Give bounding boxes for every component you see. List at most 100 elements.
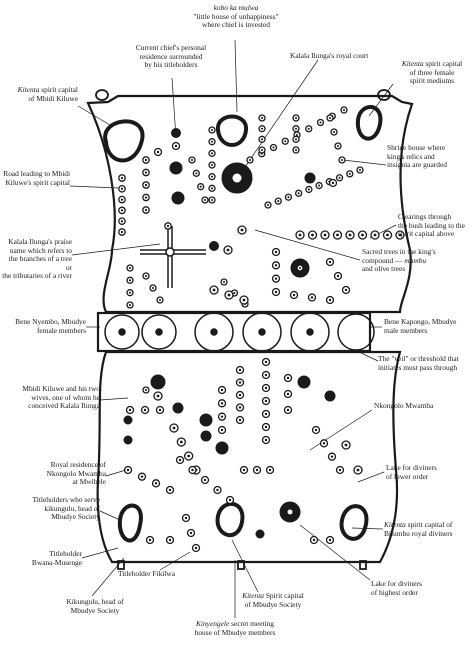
bead-dot bbox=[266, 203, 270, 207]
bead-dot bbox=[328, 298, 332, 302]
bead-dot bbox=[292, 293, 296, 297]
bead-dot bbox=[348, 233, 352, 237]
label-fikilwa: Titleholder Fikilwa bbox=[118, 569, 176, 578]
bead-dot bbox=[210, 152, 214, 155]
bead-dot bbox=[126, 468, 130, 472]
bead-dot bbox=[210, 198, 214, 202]
bead-dot bbox=[336, 233, 339, 237]
label-titleholders-serve: Titleholders who serve kikungulu, head o… bbox=[32, 495, 100, 522]
label-kikungulu: Kikungulu, head of Mbudye Society bbox=[66, 597, 124, 615]
bead-dot bbox=[264, 360, 268, 364]
bead-dot bbox=[226, 248, 230, 252]
bead-dot bbox=[128, 266, 132, 270]
bead-dot bbox=[277, 200, 280, 203]
bead-dot bbox=[178, 458, 182, 462]
bead-dot bbox=[120, 230, 124, 234]
bead-dot bbox=[286, 376, 290, 380]
bead-dot bbox=[336, 144, 340, 148]
bead-dot bbox=[332, 130, 336, 134]
bead-dot bbox=[203, 478, 207, 482]
label-kinyengele: Kinyengele secret meeting house of Mbudy… bbox=[194, 619, 276, 637]
bead-dot bbox=[248, 158, 252, 162]
bead-dot bbox=[238, 418, 242, 422]
bead-dot bbox=[328, 260, 332, 264]
bead-dot bbox=[294, 127, 298, 130]
bead-dot bbox=[264, 399, 268, 403]
bead bbox=[169, 161, 183, 175]
bead-dot bbox=[310, 296, 314, 299]
bead-dot bbox=[144, 196, 148, 199]
bead-dot bbox=[342, 108, 346, 112]
bead-dot bbox=[120, 187, 124, 190]
bead-dot bbox=[210, 187, 214, 190]
bead bbox=[123, 435, 133, 445]
bead-dot bbox=[294, 138, 298, 141]
label-kitenta-mbudye: Kitenta Spirit capital of Mbudye Society bbox=[242, 591, 304, 609]
bead-dot bbox=[348, 172, 351, 175]
bead-dot bbox=[144, 158, 148, 162]
bead-dot bbox=[120, 220, 124, 223]
bead-dot bbox=[210, 140, 214, 143]
bead bbox=[255, 529, 265, 539]
bead-dot bbox=[307, 127, 310, 130]
bead bbox=[123, 415, 133, 425]
bead-dot bbox=[264, 412, 268, 416]
bead-dot bbox=[330, 455, 334, 458]
label-shrine-house: Shrine house where king's relics and ins… bbox=[387, 143, 447, 170]
bead-dot bbox=[143, 408, 147, 412]
label-sacred-trees: Sacred trees in the king's compound — mu… bbox=[362, 247, 436, 274]
bead-dot bbox=[260, 148, 264, 152]
label-kobo-ka-mulwa: kobo ka mulwa"little house of unhappines… bbox=[193, 3, 279, 30]
bead-dot bbox=[286, 408, 290, 412]
bead-dot bbox=[120, 198, 124, 201]
bead bbox=[297, 375, 311, 389]
bead-dot bbox=[286, 392, 290, 396]
label-veil: The "veil" or threshold that initiates m… bbox=[378, 354, 459, 372]
bead-dot bbox=[336, 274, 340, 278]
bead-dot bbox=[242, 298, 246, 302]
bead-dot bbox=[220, 402, 224, 405]
bead-dot bbox=[222, 280, 226, 284]
bead bbox=[171, 191, 185, 205]
bead-dot bbox=[260, 127, 264, 130]
veil-band-circles bbox=[104, 312, 375, 352]
bead bbox=[199, 413, 213, 427]
bead-dot bbox=[128, 279, 132, 282]
bead-dot bbox=[190, 158, 194, 162]
bead-dot bbox=[191, 468, 194, 472]
bead-dot bbox=[358, 168, 362, 172]
bead-dot bbox=[220, 428, 224, 432]
bead-dot bbox=[298, 266, 302, 270]
bead bbox=[304, 172, 316, 184]
bead-dot bbox=[272, 146, 275, 149]
label-royal-residence: Royal residence of Nkongolo Mwamba at Mw… bbox=[46, 460, 106, 487]
label-road-mbidi: Road leading to Mbidi Kiluwe's spirit ca… bbox=[3, 169, 70, 187]
bead-dot bbox=[311, 233, 314, 237]
bead-field bbox=[118, 106, 405, 553]
bead-dot bbox=[238, 368, 242, 372]
board-lugs bbox=[95, 89, 391, 570]
bead bbox=[324, 390, 336, 402]
bead-dot bbox=[344, 443, 348, 447]
board-upper-outline bbox=[86, 94, 414, 314]
bead-dot bbox=[184, 516, 188, 520]
bead-dot bbox=[120, 176, 124, 180]
bead-dot bbox=[228, 498, 232, 502]
bead-dot bbox=[179, 440, 183, 444]
bead-dot bbox=[210, 128, 214, 132]
bead-dot bbox=[274, 290, 278, 294]
label-bwana-musenge: Titleholder Bwana-Musenge bbox=[31, 549, 82, 567]
bead bbox=[215, 441, 229, 455]
praise-name-cross bbox=[140, 226, 206, 288]
bead-dot bbox=[156, 394, 160, 398]
bead-dot bbox=[210, 163, 214, 167]
label-kitenta-mbidi: Kitenta spirit capital of Mbidi Kiluwe bbox=[17, 85, 78, 103]
bead-dot bbox=[295, 133, 299, 137]
bead-dot bbox=[144, 208, 148, 212]
bead-dot bbox=[172, 426, 176, 430]
bead-dot bbox=[158, 298, 162, 302]
bead-dot bbox=[287, 196, 290, 199]
bead-dot bbox=[168, 488, 172, 492]
bead-dot bbox=[174, 144, 178, 148]
bead-dot bbox=[260, 138, 264, 141]
